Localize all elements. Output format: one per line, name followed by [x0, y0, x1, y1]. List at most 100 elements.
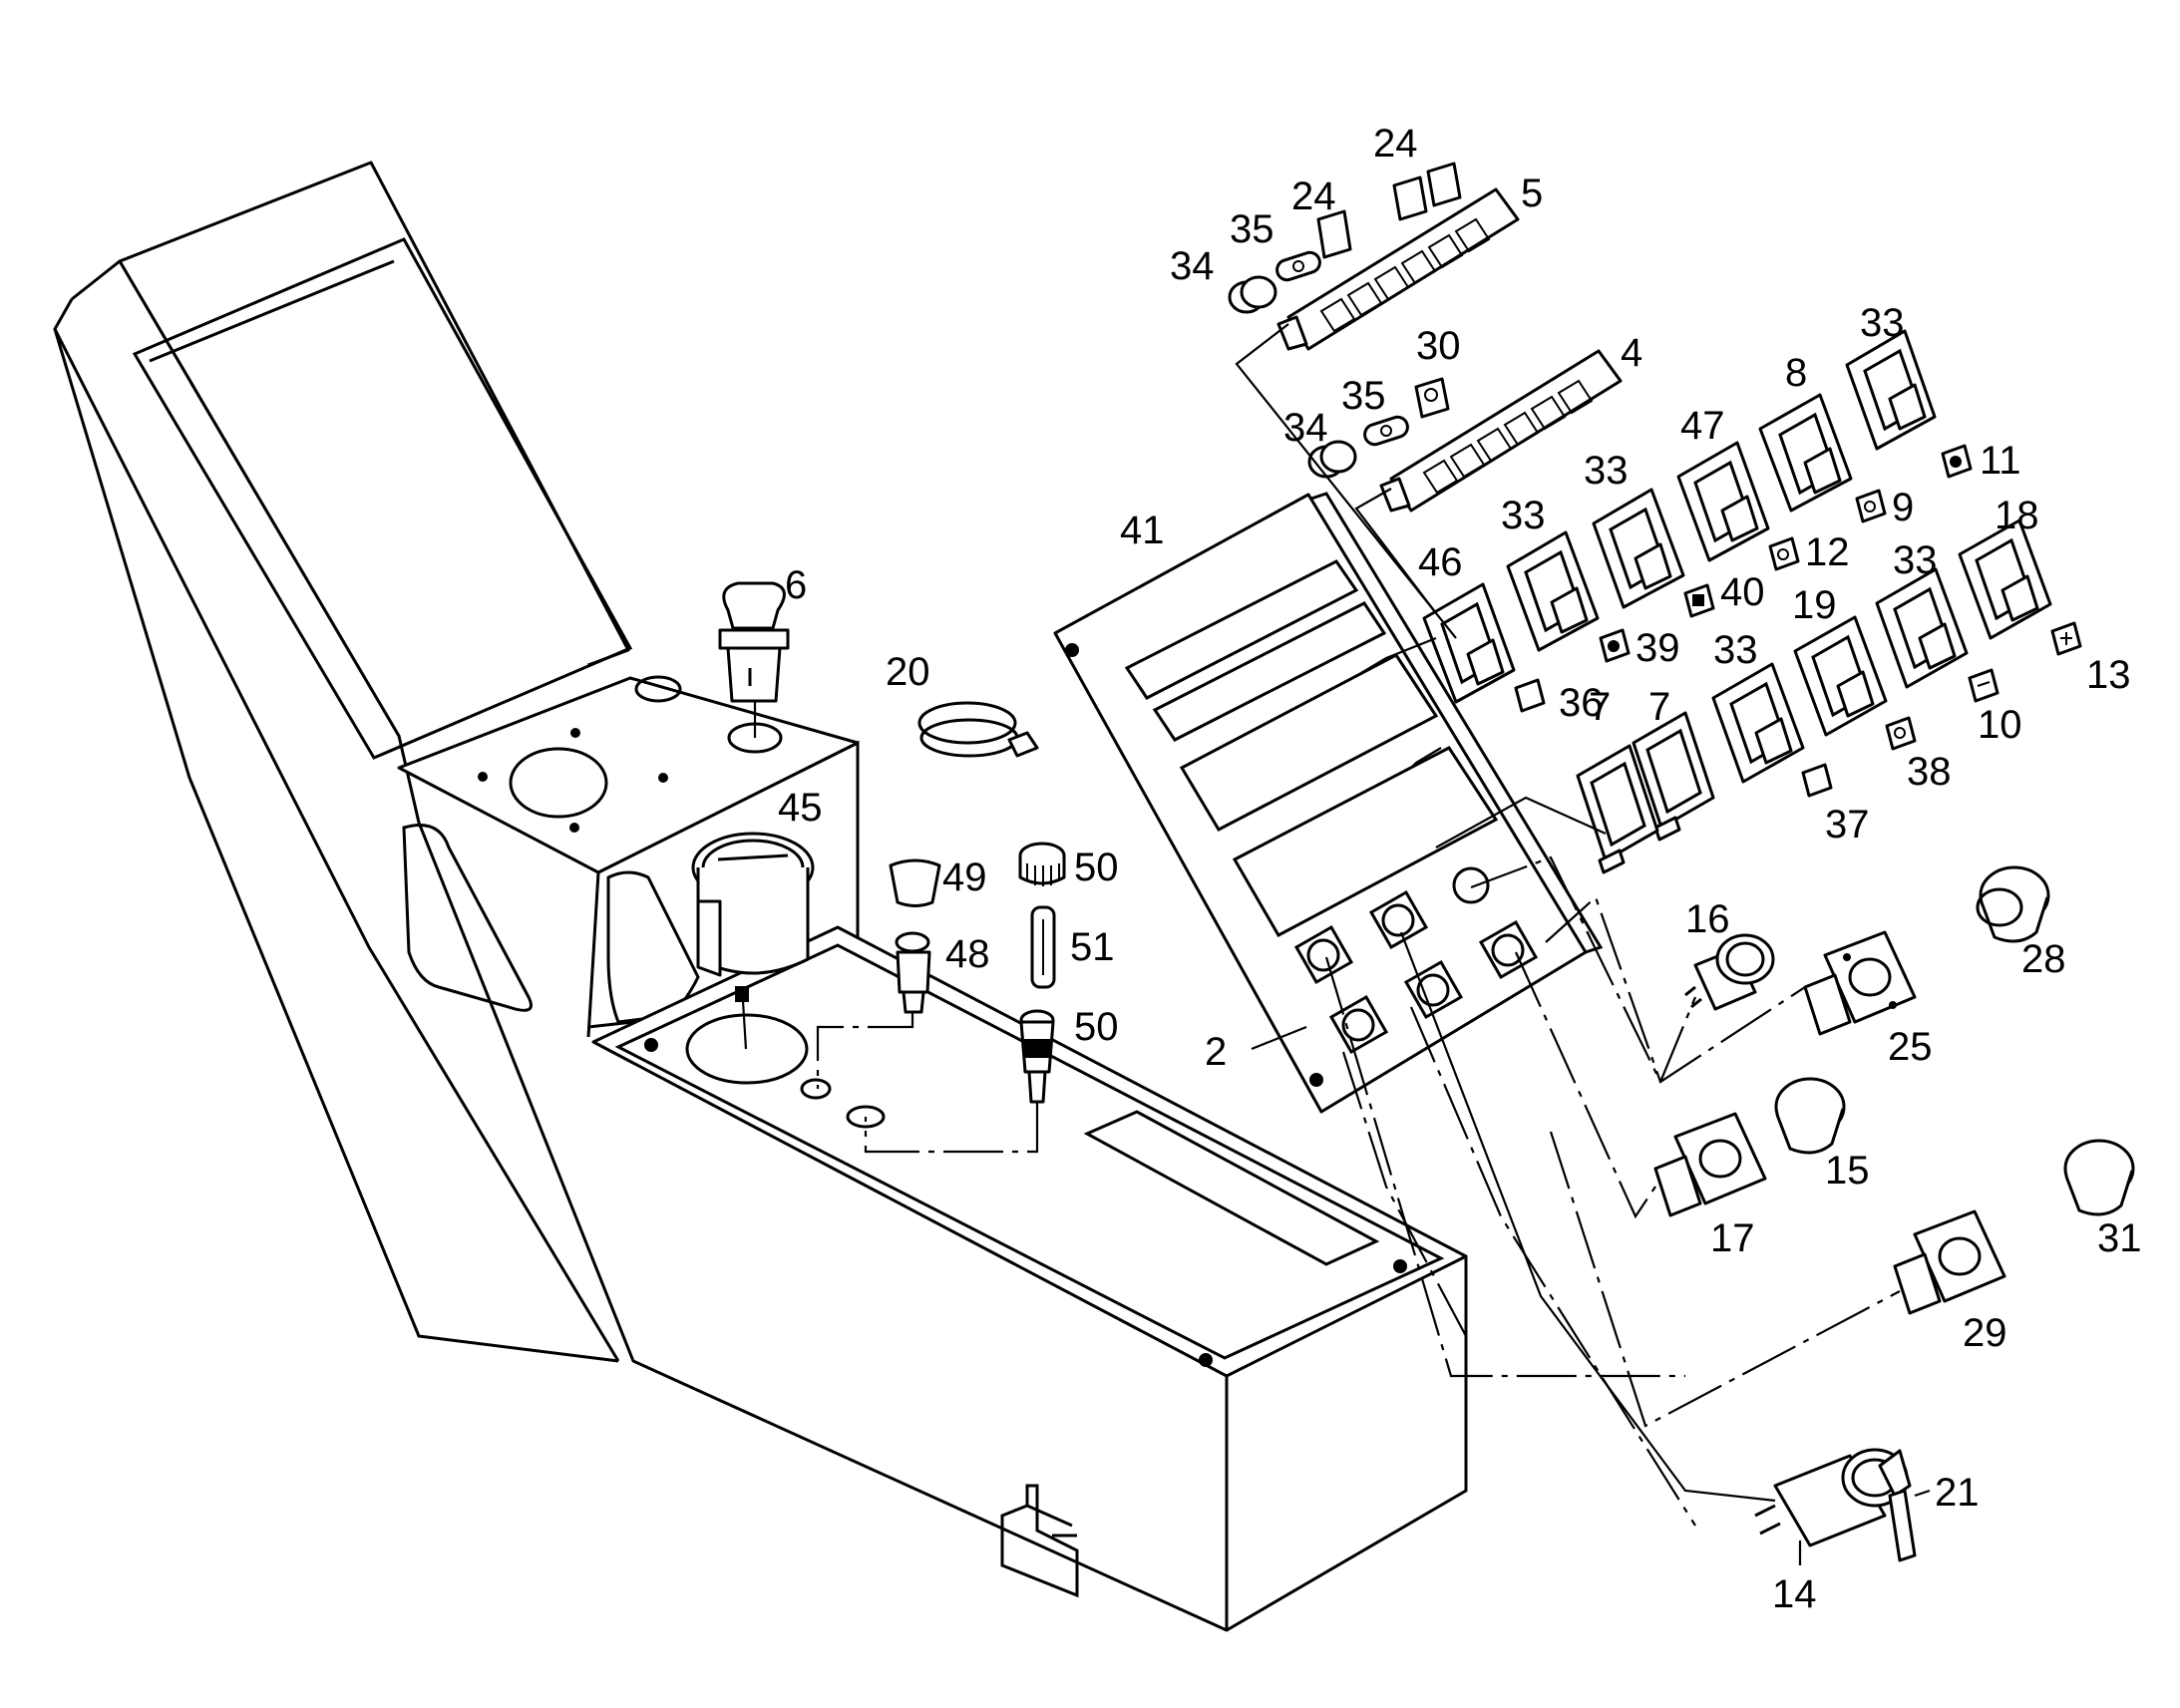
- label-21-leader: [1914, 1489, 1931, 1498]
- part-34-bulb-lower: [1307, 440, 1357, 479]
- callout-41: 41: [1120, 509, 1165, 552]
- rocker-switch-33-lower: [1875, 567, 1969, 689]
- callout-47: 47: [1680, 404, 1725, 448]
- part-24-lens-pair: [1392, 162, 1462, 221]
- part-24-lens: [1316, 209, 1352, 259]
- leader-left-1: [816, 1012, 914, 1089]
- part-45-hour-meter-gauge: [691, 832, 815, 1050]
- part-20-hose-clamp: [917, 701, 1039, 758]
- callout-34-b: 34: [1283, 406, 1328, 450]
- part-21-key: [1878, 1449, 1917, 1562]
- part-16-pilot-light: [1684, 933, 1775, 1011]
- part-35-bulb-upper: [1275, 250, 1321, 282]
- symbol-lenses: [1514, 444, 2082, 798]
- lens-39: [1599, 628, 1631, 663]
- callout-7-a: 7: [1589, 685, 1611, 729]
- label-2-leader: [1251, 1025, 1307, 1051]
- callout-4: 4: [1621, 331, 1642, 375]
- rocker-switch-33-top: [1845, 329, 1937, 451]
- callout-33-c: 33: [1501, 494, 1546, 537]
- part-14-ignition-switch: [1754, 1448, 1909, 1547]
- callout-50-b: 50: [1074, 1005, 1119, 1049]
- rocker-switch-33-mid-2: [1506, 530, 1600, 652]
- rocker-switch-46: [1422, 582, 1516, 704]
- callout-51: 51: [1070, 925, 1115, 969]
- part-17-switch-body: [1653, 1112, 1767, 1217]
- callout-39: 39: [1635, 626, 1680, 670]
- callout-8: 8: [1785, 351, 1807, 395]
- rocker-switch-8: [1758, 393, 1853, 512]
- callout-29: 29: [1963, 1311, 2007, 1355]
- lens-37: [1801, 763, 1833, 798]
- lens-9: [1855, 489, 1887, 523]
- part-35-bulb-lower: [1363, 415, 1409, 447]
- callout-40: 40: [1720, 570, 1765, 614]
- rocker-switch-47: [1676, 441, 1770, 562]
- callout-33-e: 33: [1713, 628, 1758, 672]
- part-49-knob: [889, 858, 941, 907]
- rocker-switch-19: [1793, 615, 1888, 737]
- part-6-cigarette-lighter: [718, 581, 790, 754]
- callout-35-a: 35: [1230, 207, 1274, 251]
- leader-left-2: [864, 1102, 1039, 1154]
- callout-38: 38: [1907, 750, 1952, 794]
- callout-15: 15: [1825, 1149, 1870, 1193]
- callout-24-a: 24: [1373, 122, 1418, 166]
- part-30-lens: [1414, 377, 1450, 419]
- callout-17: 17: [1710, 1216, 1755, 1260]
- callout-11: 11: [1980, 439, 2021, 483]
- callout-21: 21: [1935, 1471, 1980, 1515]
- callout-31: 31: [2097, 1216, 2142, 1260]
- rocker-switches: [1422, 329, 2052, 874]
- callout-numbers: 24 5 24 35 34 30 4 33 35 34 8 47 11 33 4…: [778, 122, 2142, 1616]
- part-29-switch-body: [1893, 1209, 2006, 1315]
- callout-13: 13: [2086, 653, 2131, 697]
- callout-37: 37: [1825, 803, 1870, 847]
- callout-34-a: 34: [1170, 244, 1215, 288]
- callout-20: 20: [886, 650, 930, 694]
- part-15-cap: [1774, 1077, 1846, 1155]
- panel-switch-holes: [1293, 866, 1539, 1055]
- part-48-bulb-socket: [895, 931, 931, 1014]
- callout-25: 25: [1888, 1025, 1933, 1069]
- rocker-switch-33-lower-2: [1711, 662, 1805, 784]
- callout-19: 19: [1792, 583, 1837, 627]
- rocker-switch-blank-7a: [1576, 744, 1659, 874]
- callout-33-a: 33: [1860, 301, 1905, 345]
- lens-12: [1768, 536, 1800, 571]
- callout-36: 36: [1559, 681, 1604, 725]
- callout-33-d: 33: [1893, 538, 1938, 582]
- part-25-switch-body: [1803, 930, 1917, 1036]
- part-34-bulb-upper: [1228, 275, 1277, 314]
- part-5-indicator-strip: [1276, 187, 1520, 351]
- lens-38: [1885, 716, 1917, 751]
- callout-6: 6: [785, 563, 807, 607]
- rocker-switch-18: [1958, 518, 2052, 640]
- callout-18: 18: [1995, 494, 2039, 537]
- lens-11: [1941, 444, 1973, 479]
- callout-12: 12: [1805, 530, 1850, 574]
- callout-33-b: 33: [1584, 449, 1629, 493]
- callout-35-b: 35: [1341, 374, 1386, 418]
- callout-7-b: 7: [1648, 685, 1670, 729]
- part-50-fuse-holder: [1019, 1009, 1055, 1104]
- part-4-indicator-strip: [1379, 349, 1623, 512]
- callout-48: 48: [945, 932, 990, 976]
- callout-24-b: 24: [1291, 174, 1336, 218]
- part-31-cap: [2063, 1139, 2135, 1216]
- lens-13: [2050, 621, 2082, 656]
- callout-49: 49: [942, 855, 987, 899]
- callout-28: 28: [2021, 937, 2066, 981]
- callout-16: 16: [1685, 897, 1730, 941]
- rocker-switch-blank-7b: [1632, 711, 1715, 842]
- lens-40: [1683, 583, 1715, 618]
- assembly-leaders: [1235, 323, 1901, 1527]
- part-41-switch-panel: [1053, 492, 1604, 1114]
- callout-45: 45: [778, 786, 823, 830]
- callout-46: 46: [1418, 540, 1463, 584]
- part-28-cap: [1976, 865, 2050, 943]
- callout-5: 5: [1521, 171, 1543, 215]
- part-51-fuse: [1030, 905, 1056, 989]
- callout-2: 2: [1205, 1030, 1227, 1074]
